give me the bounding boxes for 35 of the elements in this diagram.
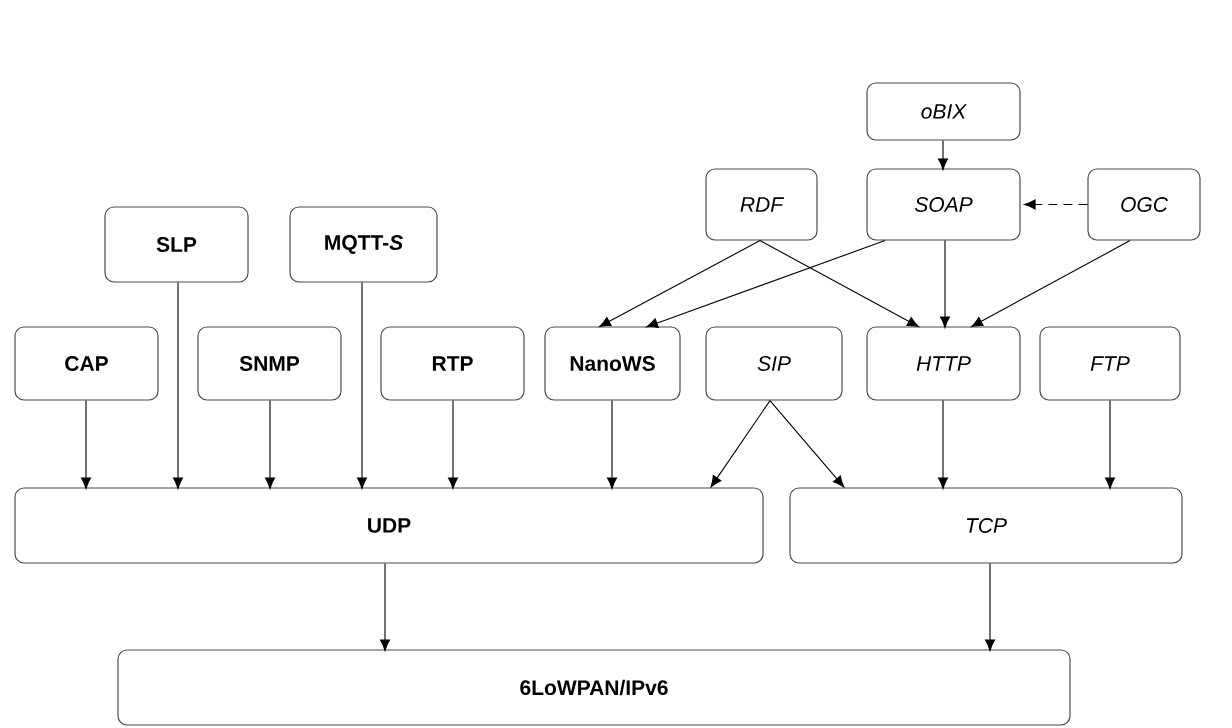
arrow — [759, 240, 919, 327]
arrow — [81, 400, 92, 489]
protocol-box: FTP — [1039, 326, 1181, 401]
arrow — [984, 563, 996, 651]
arrow — [599, 240, 761, 327]
arrow — [710, 400, 771, 488]
arrow — [1104, 400, 1116, 489]
arrow — [646, 240, 886, 328]
protocol-box: SIP — [705, 326, 843, 401]
protocol-box: NanoWS — [544, 326, 681, 401]
protocol-box: 6LoWPAN/IPv6 — [117, 649, 1071, 726]
protocol-box: OGC — [1087, 168, 1201, 241]
arrow — [379, 563, 391, 651]
arrow — [356, 282, 368, 489]
arrow — [607, 400, 618, 489]
protocol-box: oBIX — [866, 82, 1021, 141]
arrow — [173, 282, 184, 489]
protocol-box: SLP — [104, 206, 249, 283]
arrow — [447, 400, 459, 489]
protocol-box: UDP — [14, 487, 764, 564]
arrow — [769, 400, 845, 488]
arrow — [938, 400, 949, 489]
protocol-box: RDF — [705, 168, 818, 241]
arrow — [940, 240, 951, 328]
protocol-box: RTP — [380, 326, 525, 401]
arrow — [1024, 199, 1088, 210]
protocol-box: HTTP — [866, 326, 1021, 401]
protocol-box: CAP — [14, 326, 159, 401]
protocol-box: TCP — [789, 487, 1183, 564]
protocol-box: SOAP — [866, 168, 1021, 241]
arrow — [971, 240, 1131, 327]
arrow — [264, 400, 276, 489]
protocol-box: MQTT-S — [289, 206, 438, 283]
arrow — [938, 140, 949, 170]
protocol-box: SNMP — [197, 326, 342, 401]
